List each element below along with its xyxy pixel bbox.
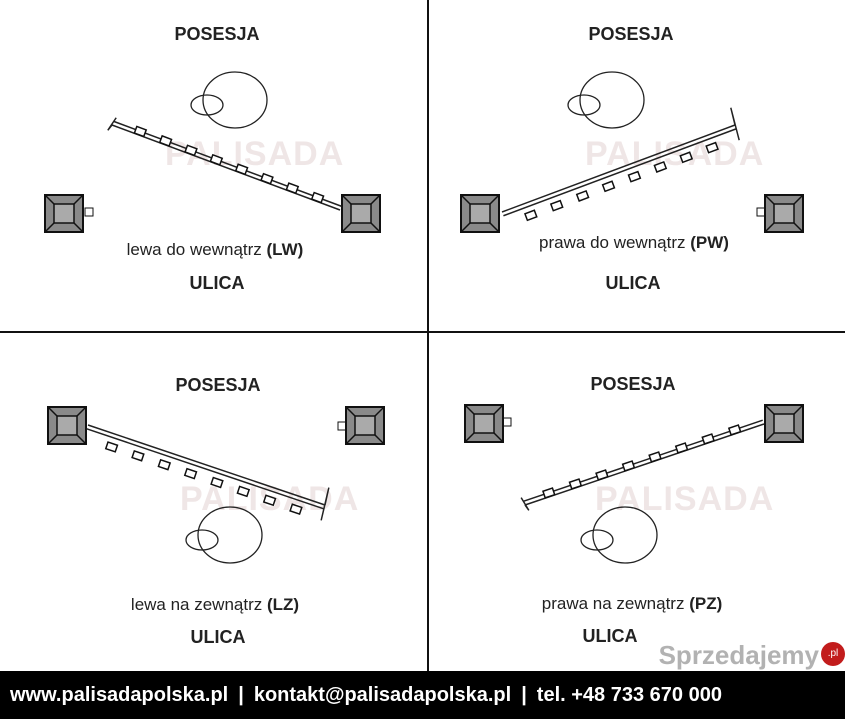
gate-bracket <box>705 141 719 154</box>
sprzedajemy-badge: .pl <box>821 642 845 666</box>
gate-bracket <box>183 467 198 480</box>
label-ulica: ULICA <box>190 627 246 647</box>
gate-bracket <box>133 125 148 138</box>
person-sketch-icon <box>592 506 658 564</box>
gate-post-icon <box>44 194 84 233</box>
gate-diagrams <box>44 71 804 564</box>
caption-pz: prawa na zewnątrz (PZ) <box>541 594 723 613</box>
hinge-icon <box>84 207 94 217</box>
footer-bar: www.palisadapolska.pl | kontakt@palisadapo… <box>0 671 845 719</box>
gate-rail <box>503 128 737 217</box>
caption-pw: prawa do wewnątrz (PW) <box>539 233 729 252</box>
person-sketch-icon <box>579 71 645 129</box>
gate-post-icon <box>460 194 500 233</box>
person-sketch-icon <box>202 71 268 129</box>
gate-bracket <box>210 476 224 489</box>
gate-rail <box>111 124 341 211</box>
person-sketch-icon <box>197 506 263 564</box>
gate-bracket <box>262 494 277 507</box>
gate-bracket <box>653 160 668 173</box>
gate-bracket <box>595 469 609 481</box>
gate-post-icon <box>345 406 385 445</box>
label-posesja: POSESJA <box>590 374 676 394</box>
caption-lz: lewa na zewnątrz (LZ) <box>130 595 300 614</box>
divider-vertical <box>427 0 429 671</box>
gate-bracket <box>701 433 715 445</box>
gate-bracket <box>310 191 325 204</box>
gate-bracket <box>260 172 274 185</box>
website-link[interactable]: www.palisadapolska.pl <box>10 684 229 706</box>
gate-bracket <box>104 441 119 453</box>
gate-handle <box>730 107 740 141</box>
gate-bracket <box>157 458 172 471</box>
person-sketch-icon <box>580 529 614 551</box>
gate-bracket <box>679 151 694 164</box>
separator: | <box>238 684 244 706</box>
label-ulica: ULICA <box>189 273 245 293</box>
gate-rail <box>524 423 765 506</box>
gate-rail <box>87 424 326 506</box>
gate-bracket <box>209 153 224 166</box>
gate-bracket <box>523 209 538 222</box>
gate-rail <box>523 419 763 502</box>
watermark: PALISADA <box>595 480 775 518</box>
gate-bracket <box>575 189 590 202</box>
label-posesja: POSESJA <box>175 375 261 395</box>
label-posesja: POSESJA <box>174 24 260 44</box>
gate-rail <box>501 124 736 213</box>
watermark: PALISADA <box>585 135 765 173</box>
email-link[interactable]: kontakt@palisadapolska.pl <box>253 684 512 706</box>
gate-bracket <box>627 170 642 183</box>
person-sketch-icon <box>185 529 219 551</box>
gate-handle <box>520 497 530 511</box>
separator: | <box>521 684 527 706</box>
phone-number: tel. +48 733 670 000 <box>536 684 722 706</box>
gate-bracket <box>568 478 583 490</box>
gate-rail <box>113 120 342 207</box>
gate-handle <box>107 117 117 131</box>
hinge-icon <box>756 207 766 217</box>
gate-bracket <box>601 180 616 193</box>
gate-bracket <box>236 485 251 498</box>
gate-post-icon <box>764 404 804 443</box>
gate-bracket <box>542 487 556 499</box>
gate-rail <box>86 428 324 510</box>
label-posesja: POSESJA <box>588 24 674 44</box>
label-ulica: ULICA <box>605 273 661 293</box>
divider-horizontal <box>0 331 845 333</box>
sprzedajemy-watermark: Sprzedajemy <box>658 640 819 670</box>
gate-bracket <box>131 449 145 462</box>
gate-bracket <box>234 163 249 176</box>
gate-post-icon <box>341 194 381 233</box>
gate-bracket <box>285 182 300 195</box>
person-sketch-icon <box>567 94 601 116</box>
gate-bracket <box>289 503 303 516</box>
gate-bracket <box>184 144 198 157</box>
gate-bracket <box>158 134 173 147</box>
gate-bracket <box>549 199 564 212</box>
gate-bracket <box>621 460 636 472</box>
gate-post-icon <box>464 404 504 443</box>
gate-bracket <box>727 424 742 436</box>
person-sketch-icon <box>190 94 224 116</box>
hinge-icon <box>502 417 512 427</box>
gate-bracket <box>674 442 689 454</box>
caption-lw: lewa do wewnątrz (LW) <box>126 240 304 259</box>
gate-post-icon <box>764 194 804 233</box>
gate-post-icon <box>47 406 87 445</box>
label-ulica: ULICA <box>582 626 638 646</box>
hinge-icon <box>337 421 347 431</box>
gate-bracket <box>648 451 662 463</box>
